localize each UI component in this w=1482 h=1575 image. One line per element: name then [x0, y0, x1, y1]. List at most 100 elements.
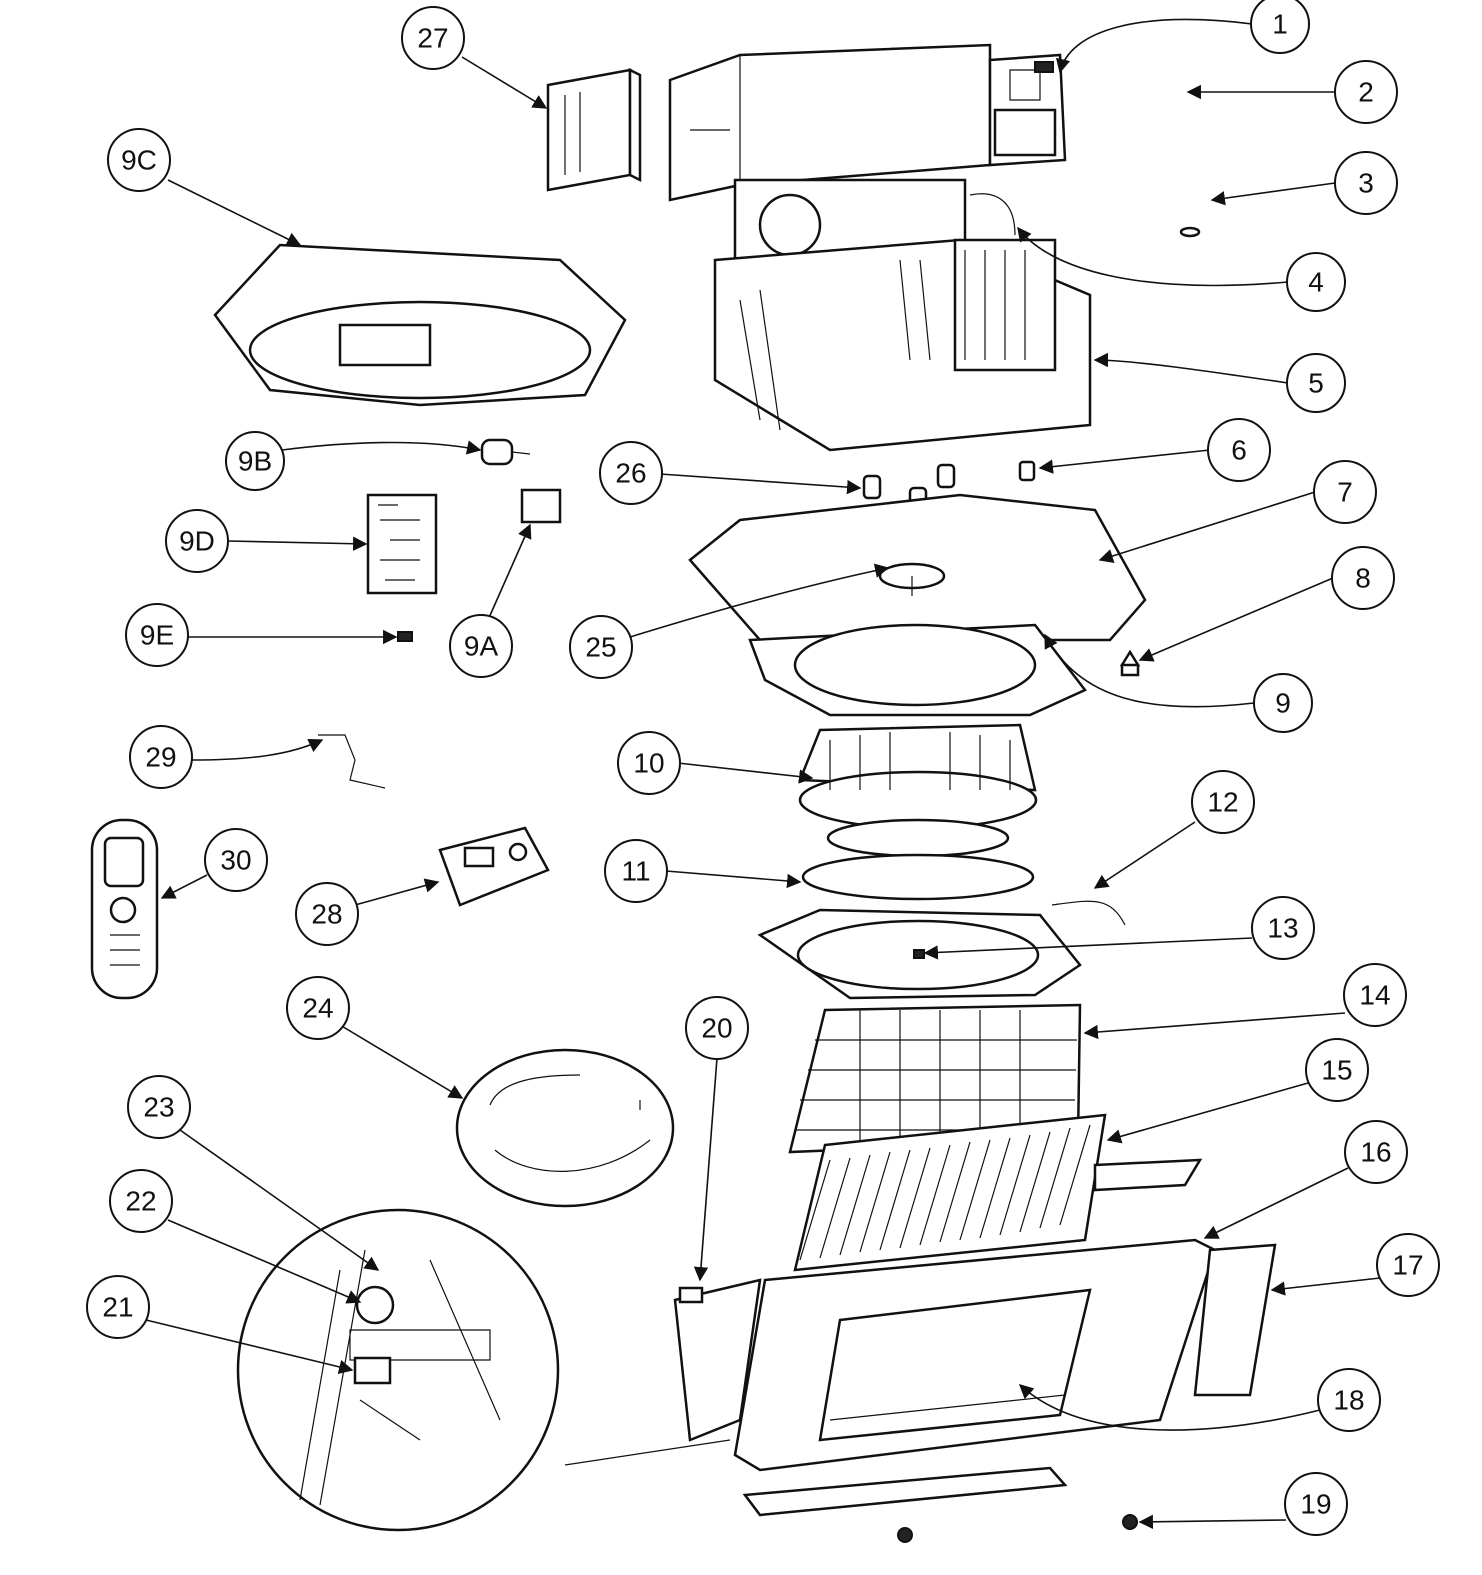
callout-20: 20 [685, 996, 749, 1060]
callout-9-label: 9 [1275, 688, 1291, 719]
callout-28: 28 [295, 882, 359, 946]
leader-23 [179, 1129, 380, 1271]
front-panel-part [733, 1238, 1217, 1472]
leader-21 [145, 1319, 354, 1374]
callout-3: 3 [1334, 151, 1398, 215]
blower-wheel-part [798, 723, 1038, 858]
callout-4: 4 [1286, 252, 1346, 312]
leader-9b [281, 440, 482, 455]
leader-29 [191, 738, 324, 761]
callout-9c-label: 9C [121, 145, 157, 176]
callout-25: 25 [569, 615, 633, 679]
callout-2: 2 [1334, 60, 1398, 124]
sensor-wire-part [1051, 900, 1126, 926]
callout-21: 21 [86, 1275, 150, 1339]
callout-16-label: 16 [1360, 1137, 1391, 1168]
panel-screw-left-part [897, 1527, 913, 1543]
frame-ring-part [213, 243, 627, 407]
leader-24 [339, 1024, 464, 1099]
callout-20-label: 20 [701, 1013, 732, 1044]
callout-21-label: 21 [102, 1292, 133, 1323]
wired-controller-part [438, 826, 550, 907]
callout-16: 16 [1344, 1120, 1408, 1184]
leader-9c [167, 179, 302, 246]
screw-part [1034, 61, 1054, 73]
leader-7 [1098, 491, 1316, 563]
callout-9b-label: 9B [238, 446, 272, 477]
wiring-harness-part [455, 1048, 675, 1208]
remote-control-part [90, 818, 159, 1000]
callout-14: 14 [1343, 963, 1407, 1027]
callout-27: 27 [401, 6, 465, 70]
nut-part [1018, 460, 1036, 482]
callout-22-label: 22 [125, 1186, 156, 1217]
leader-8 [1138, 577, 1334, 662]
callout-3-label: 3 [1358, 168, 1374, 199]
callout-8-label: 8 [1355, 563, 1371, 594]
callout-12: 12 [1191, 770, 1255, 834]
callout-18: 18 [1317, 1368, 1381, 1432]
leader-22 [167, 1219, 362, 1304]
callout-26: 26 [599, 441, 663, 505]
callout-9: 9 [1253, 673, 1313, 733]
callout-9e-label: 9E [140, 620, 174, 651]
callout-27-label: 27 [417, 23, 448, 54]
callout-23-label: 23 [143, 1092, 174, 1123]
callout-11-label: 11 [621, 856, 650, 887]
leader-9a [487, 523, 532, 621]
callout-30: 30 [204, 828, 268, 892]
callout-29-label: 29 [145, 742, 176, 773]
callout-2-label: 2 [1358, 77, 1374, 108]
bell-mouth-part [757, 908, 1082, 1000]
leader-30 [160, 874, 208, 899]
leader-25 [629, 563, 890, 638]
callout-17-label: 17 [1392, 1250, 1423, 1281]
leader-9 [1044, 633, 1255, 708]
callout-18-label: 18 [1333, 1385, 1364, 1416]
leader-6 [1038, 449, 1211, 474]
callout-12-label: 12 [1207, 787, 1238, 818]
callout-9c: 9C [107, 128, 171, 192]
drain-pan-part [688, 493, 1147, 717]
leader-5 [1093, 352, 1289, 384]
callout-30-label: 30 [220, 845, 251, 876]
panel-screw-part [1122, 1514, 1138, 1530]
air-filter-part [788, 1003, 1082, 1154]
relay-part [520, 488, 562, 524]
leader-15 [1106, 1082, 1309, 1144]
callout-9d: 9D [165, 509, 229, 573]
callout-10-label: 10 [633, 748, 664, 779]
leader-16 [1203, 1167, 1349, 1239]
leader-14 [1083, 1012, 1346, 1040]
callout-10: 10 [617, 731, 681, 795]
callout-1: 1 [1250, 0, 1310, 54]
callout-5: 5 [1286, 353, 1346, 413]
leader-27 [461, 56, 548, 109]
bolt-part [1119, 649, 1141, 677]
callout-29: 29 [129, 725, 193, 789]
callout-9d-label: 9D [179, 526, 215, 557]
clip-part [678, 1286, 704, 1304]
callout-11: 11 [604, 839, 668, 903]
leader-9d [226, 536, 368, 551]
leader-1 [1056, 18, 1253, 74]
leader-10 [677, 762, 814, 784]
leader-13 [923, 937, 1253, 960]
callout-6-label: 6 [1231, 435, 1247, 466]
callout-8: 8 [1331, 546, 1395, 610]
callout-26-label: 26 [615, 458, 646, 489]
leader-17 [1270, 1277, 1381, 1296]
electrical-box-part [546, 67, 642, 192]
capacitor-part [480, 438, 531, 466]
callout-17: 17 [1376, 1233, 1440, 1297]
top-cabinet-part [668, 43, 1067, 202]
pcb-board-part [366, 493, 438, 595]
small-sensor-part [397, 631, 413, 642]
callout-5-label: 5 [1308, 368, 1324, 399]
washer-part [1179, 226, 1201, 238]
callout-6: 6 [1207, 418, 1271, 482]
callout-23: 23 [127, 1075, 191, 1139]
leader-28 [354, 878, 440, 906]
callout-7-label: 7 [1337, 477, 1353, 508]
leader-3 [1210, 182, 1336, 206]
